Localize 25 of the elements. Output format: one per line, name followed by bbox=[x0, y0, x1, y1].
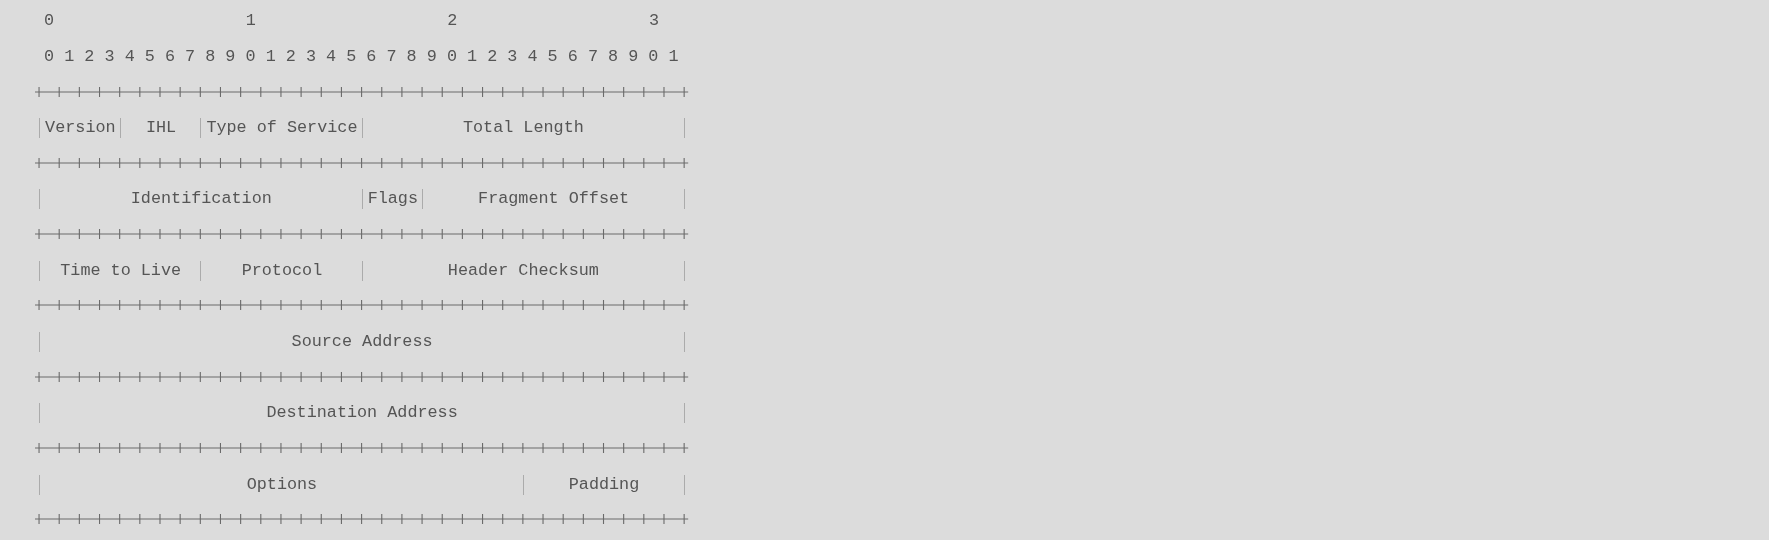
field-name: Fragment Offset bbox=[478, 189, 630, 210]
field-name: Type of Service bbox=[206, 118, 358, 138]
field-name: Version bbox=[45, 118, 116, 138]
field-name: Padding bbox=[568, 474, 640, 495]
field-name: Time to Live bbox=[60, 260, 182, 281]
field-name: Source Address bbox=[291, 331, 433, 352]
field-name: Header Checksum bbox=[447, 260, 599, 281]
bit-decade-number: 0 bbox=[44, 10, 55, 31]
bit-decade-number: 3 bbox=[648, 10, 659, 31]
field-name: Protocol bbox=[241, 260, 323, 281]
header-field bbox=[39, 403, 686, 424]
header-field bbox=[522, 474, 686, 495]
field-name: Total Length bbox=[462, 118, 584, 138]
header-field bbox=[361, 260, 686, 281]
field-name: Flags bbox=[367, 189, 418, 210]
field-name: IHL bbox=[145, 118, 177, 138]
field-name: Options bbox=[246, 474, 318, 495]
header-field bbox=[422, 189, 686, 210]
bit-position-numbers: 0 1 2 3 4 5 6 7 8 9 0 1 2 3 4 5 6 7 8 9 0 1 2 3 4 5 6 7 8 9 0 1 bbox=[44, 46, 679, 67]
field-name: Destination Address bbox=[266, 403, 458, 424]
header-field bbox=[361, 118, 686, 138]
bit-decade-number: 1 bbox=[245, 10, 256, 31]
bit-decade-number: 2 bbox=[447, 10, 458, 31]
header-field bbox=[39, 331, 686, 352]
field-name: Identification bbox=[130, 189, 272, 210]
